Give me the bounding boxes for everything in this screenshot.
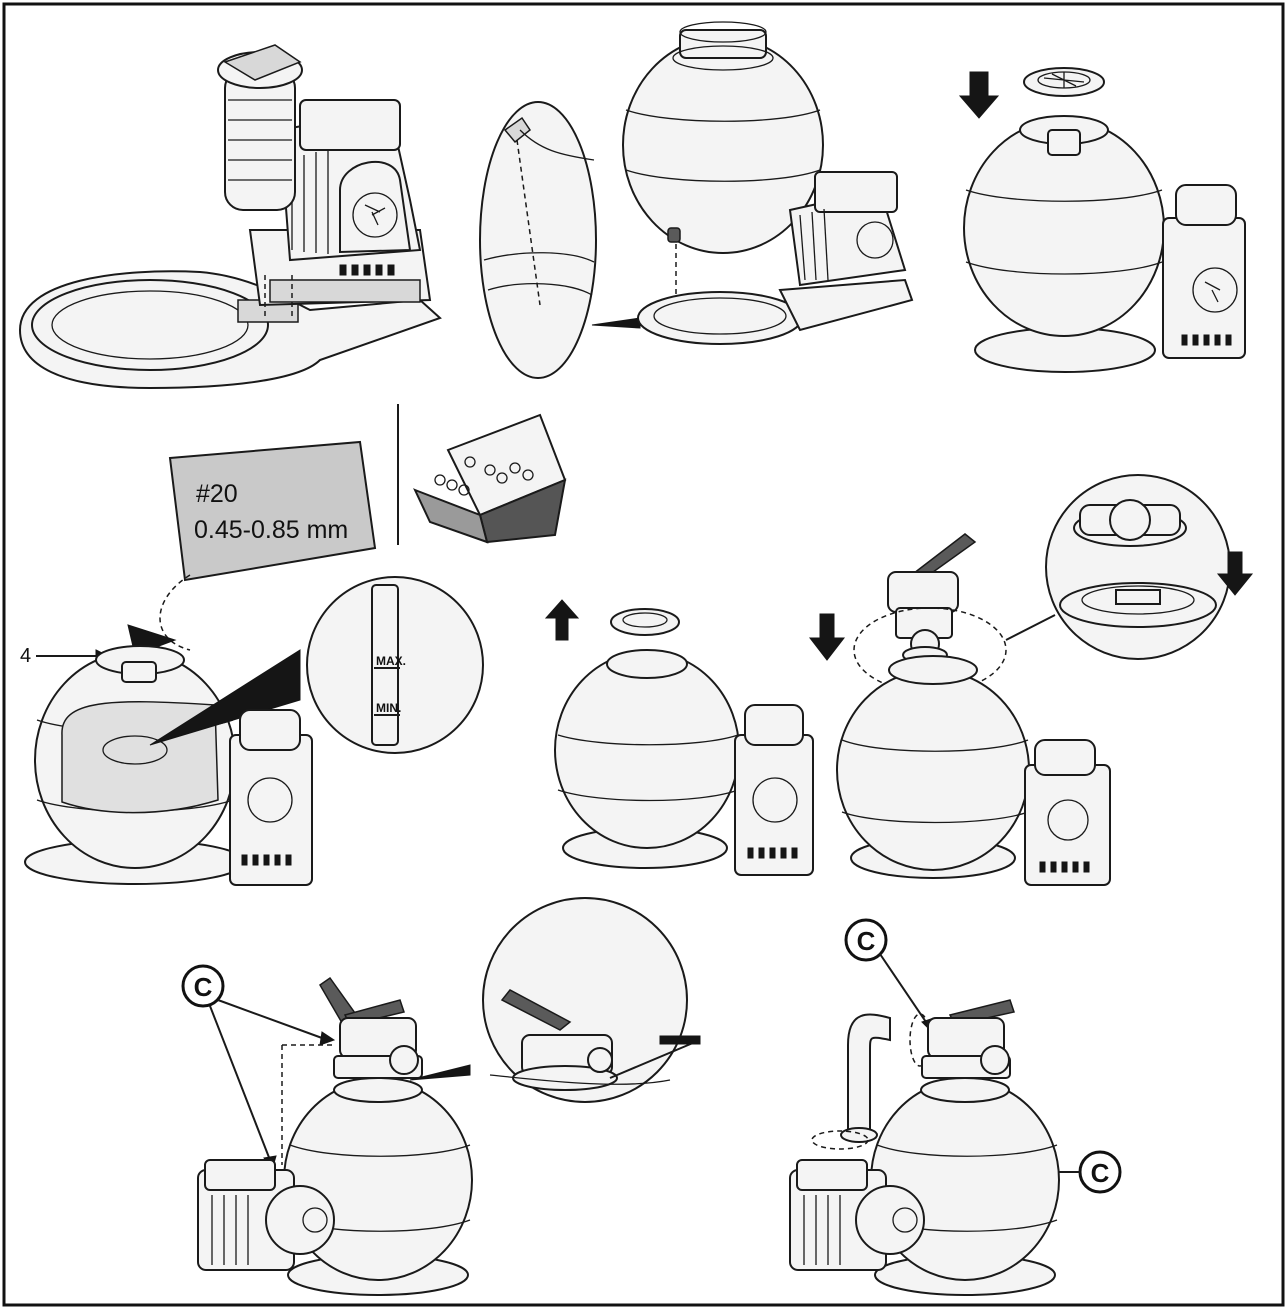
zoom-detail-oval <box>479 101 641 379</box>
valve-clamp-zoom <box>409 897 701 1103</box>
pump-unit-5 <box>734 704 814 876</box>
cap-ring <box>1023 67 1105 97</box>
tank-6 <box>836 655 1030 879</box>
svg-text:C: C <box>857 926 876 956</box>
pump-unit-8 <box>789 1159 925 1271</box>
sand-level-zoom: MAX. MIN. <box>306 576 484 754</box>
clamp-marker-c-3: C <box>1078 1150 1122 1194</box>
clamp-marker-c-1: C <box>181 964 225 1008</box>
pump-unit-3 <box>1162 184 1246 359</box>
step-7-clamp-valve: C <box>181 897 701 1296</box>
up-arrow-icon <box>544 599 580 641</box>
pour-arc <box>159 574 191 651</box>
step-5-lift-cap <box>544 599 814 876</box>
multiport-valve-7 <box>281 976 423 1165</box>
tank-with-sand <box>24 645 301 885</box>
svg-text:C: C <box>1091 1158 1110 1188</box>
down-arrow-icon-3 <box>1216 551 1254 596</box>
pump-unit-6 <box>1024 739 1111 886</box>
sand-bag: #20 0.45-0.85 mm <box>168 440 377 582</box>
pump-unit <box>217 44 432 320</box>
level-min-label: MIN. <box>376 701 401 715</box>
pump-unit-4 <box>229 709 313 886</box>
part-number-label: 4 <box>20 645 31 667</box>
tank-body <box>622 21 824 310</box>
multiport-valve <box>887 533 977 664</box>
down-arrow-icon-2 <box>808 613 846 661</box>
step-3-remove-cap <box>958 67 1246 373</box>
pump-unit-7 <box>197 1159 335 1271</box>
svg-text:C: C <box>194 972 213 1002</box>
base-with-pump-2 <box>637 171 914 345</box>
step-8-connect-hose: C C <box>789 918 1122 1296</box>
tank-assembled-3 <box>963 115 1165 373</box>
sand-grade-label: #20 <box>196 480 238 508</box>
step-1-pump-on-base <box>18 44 442 390</box>
tank-5 <box>554 649 740 869</box>
level-max-label: MAX. <box>376 654 406 668</box>
cap-ring-5 <box>610 608 680 636</box>
sand-size-label: 0.45-0.85 mm <box>194 516 348 544</box>
base-plate <box>18 270 442 390</box>
step-4-fill-sand: #20 0.45-0.85 mm 4 <box>20 404 567 886</box>
step-2-tank-placement <box>479 21 914 379</box>
clamp-marker-c-2: C <box>844 918 888 962</box>
valve-fit-zoom <box>1045 474 1254 660</box>
glass-media-box <box>413 413 567 544</box>
multiport-valve-8 <box>920 999 1015 1103</box>
hose <box>811 1013 931 1150</box>
down-arrow-icon <box>958 71 1000 119</box>
step-6-install-valve <box>808 474 1254 886</box>
